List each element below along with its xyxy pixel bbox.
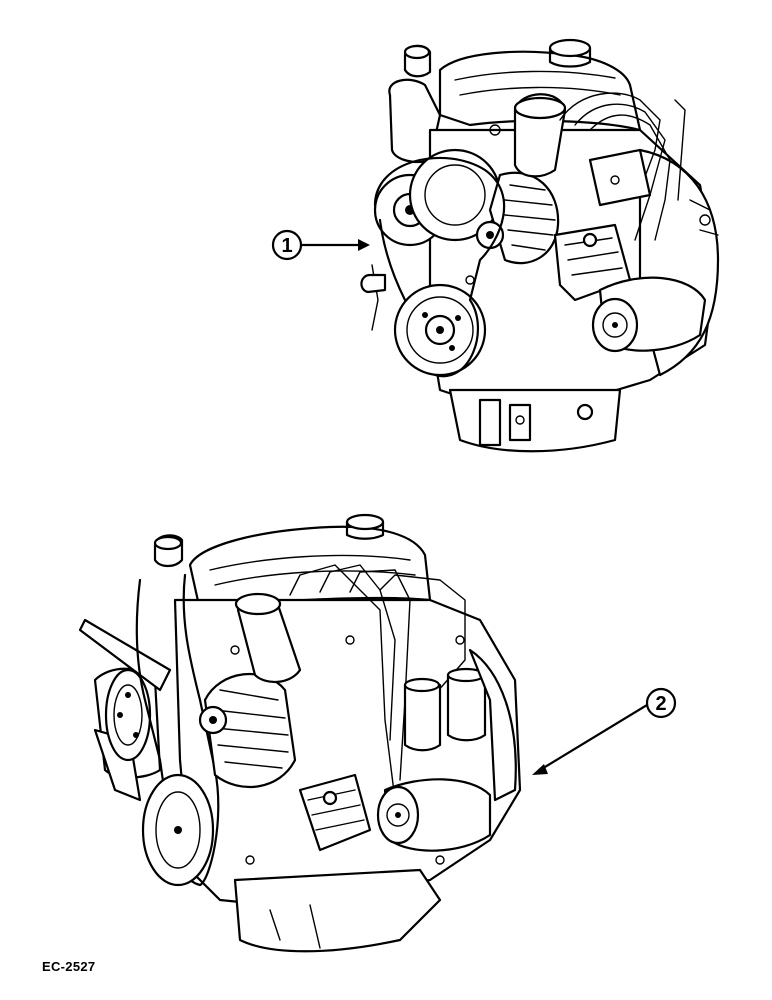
callout-2: 2 [532,687,677,775]
engine-assembly-1 [360,38,720,453]
figure-code: EC-2527 [42,959,96,974]
callout-2-circle [645,687,677,719]
callout-1-label: 1 [281,235,292,257]
callout-2-leader [538,703,649,772]
callout-2-label: 2 [655,693,666,715]
callout-1: 1 [271,229,370,261]
callout-2-arrowhead [532,764,548,775]
engine-assembly-2 [78,513,522,953]
callout-1-arrowhead [358,239,370,251]
